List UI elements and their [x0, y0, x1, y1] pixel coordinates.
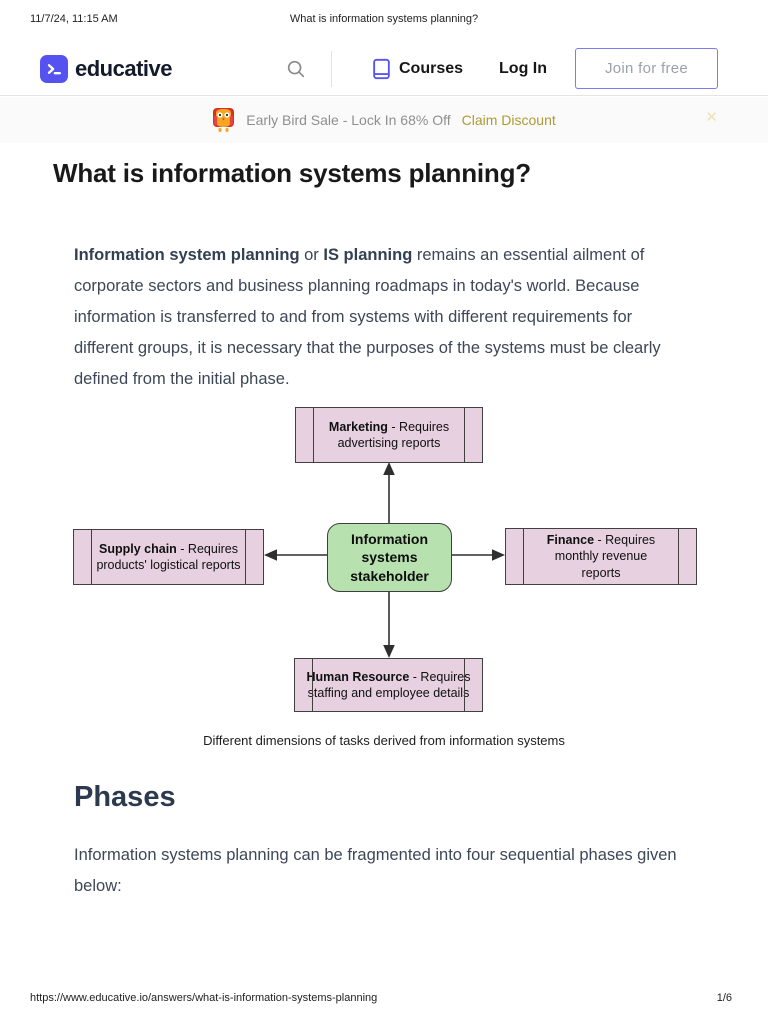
- terminal-prompt-icon: [40, 54, 68, 83]
- book-icon: [373, 58, 390, 79]
- navbar-right: Courses Log In Join for free: [285, 48, 718, 89]
- node-label: Information systems stakeholder: [350, 531, 429, 584]
- diagram-node-finance: Finance - Requires monthly revenue repor…: [505, 528, 697, 585]
- intro-paragraph: Information system planning or IS planni…: [74, 240, 686, 395]
- print-footer-page-number: 1/6: [716, 992, 732, 1004]
- stakeholder-diagram: Marketing - Requires advertising reports…: [0, 405, 768, 723]
- nav-login[interactable]: Log In: [499, 59, 547, 77]
- sale-text: Early Bird Sale - Lock In 68% Off: [246, 112, 451, 128]
- banner-close-icon[interactable]: ✕: [705, 109, 718, 126]
- diagram-node-human-resource: Human Resource - Requires staffing and e…: [294, 658, 483, 712]
- print-footer-url: https://www.educative.io/answers/what-is…: [30, 992, 378, 1004]
- print-datetime: 11/7/24, 11:15 AM: [30, 13, 118, 25]
- claim-discount-link[interactable]: Claim Discount: [461, 112, 556, 128]
- nav-courses[interactable]: Courses: [372, 58, 463, 80]
- node-label: Marketing - Requires advertising reports: [328, 419, 450, 451]
- node-label: Finance - Requires monthly revenue repor…: [546, 532, 656, 580]
- diagram-arrows: [264, 462, 505, 658]
- diagram-caption: Different dimensions of tasks derived fr…: [203, 733, 565, 748]
- nav-courses-label: Courses: [398, 59, 464, 77]
- diagram-node-marketing: Marketing - Requires advertising reports: [295, 407, 483, 463]
- phases-heading: Phases: [74, 781, 176, 813]
- nav-divider: [330, 50, 332, 87]
- page-title: What is information systems planning?: [53, 158, 531, 188]
- join-for-free-button[interactable]: Join for free: [575, 48, 718, 89]
- owl-mascot-icon: [212, 107, 235, 133]
- print-doc-title: What is information systems planning?: [289, 13, 479, 25]
- search-icon[interactable]: [285, 58, 307, 80]
- node-label: Human Resource - Requires staffing and e…: [306, 669, 471, 701]
- diagram-node-stakeholder: Information systems stakeholder: [327, 523, 452, 592]
- brand-logo[interactable]: educative: [40, 54, 173, 83]
- brand-wordmark: educative: [75, 55, 173, 81]
- intro-rest: remains an essential ailment of corporat…: [74, 246, 661, 388]
- intro-separator: or: [299, 246, 324, 264]
- diagram-node-supply-chain: Supply chain - Requires products' logist…: [73, 529, 264, 585]
- intro-bold-term-2: IS planning: [323, 246, 413, 264]
- phases-intro-paragraph: Information systems planning can be frag…: [74, 846, 677, 895]
- sale-banner: Early Bird Sale - Lock In 68% Off Claim …: [0, 97, 768, 143]
- navbar: educative Courses Log In Join for free: [0, 42, 768, 96]
- node-label: Supply chain - Requires products' logist…: [96, 541, 241, 573]
- intro-bold-term-1: Information system planning: [74, 246, 300, 264]
